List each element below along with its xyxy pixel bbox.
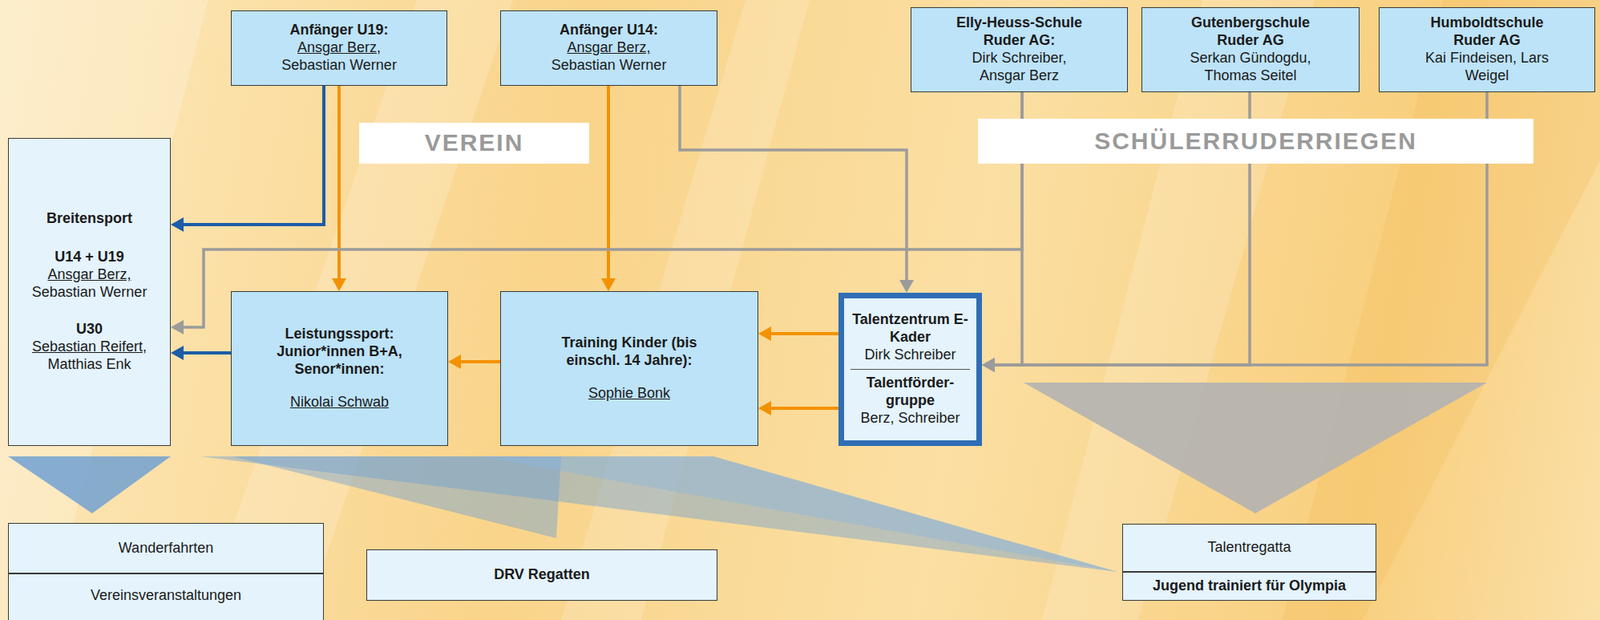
event-box: Vereinsveranstaltungen — [8, 573, 324, 620]
connector-arrow — [170, 345, 231, 360]
connector-line — [769, 331, 839, 336]
node-text: Berz, Schreiber — [860, 409, 960, 428]
event-box: DRV Regatten — [366, 549, 718, 601]
connector-line — [181, 85, 324, 225]
target-box: BreitensportU14 + U19Ansgar Berz,Sebasti… — [8, 137, 171, 446]
arrowhead — [170, 345, 184, 360]
node-text: Breitensport — [46, 210, 133, 228]
connector-arrow — [448, 354, 501, 369]
node-text: Anfänger U19: — [289, 21, 388, 40]
node-text: Leistungssport: Junior*innen B+A, Senor*… — [255, 325, 424, 379]
funnel-triangle — [1023, 382, 1487, 514]
node-text: Talentzentrum E-Kader — [850, 311, 970, 347]
event-box: Jugend trainiert für Olympia — [1122, 571, 1377, 601]
arrowhead — [758, 326, 772, 341]
node-text: Talentförder- gruppe — [850, 368, 970, 410]
arrowhead — [601, 278, 616, 291]
node-text: Ansgar Berz, — [566, 39, 651, 57]
node-text: Elly-Heuss-Schule Ruder AG: — [947, 14, 1091, 50]
arrowhead — [448, 354, 461, 369]
connector-arrow — [679, 85, 914, 293]
node-text: Gutenbergschule Ruder AG — [1178, 14, 1323, 50]
node-text: Dirk Schreiber — [864, 346, 956, 364]
group-box: Anfänger U19:Ansgar Berz,Sebastian Werne… — [230, 10, 448, 86]
arrowhead — [170, 217, 184, 232]
node-text: Matthias Enk — [47, 355, 131, 374]
connector-arrow — [331, 85, 347, 291]
node-text: Ansgar Berz, — [297, 39, 381, 57]
section-band: VEREIN — [359, 122, 590, 164]
talent-box: Talentzentrum E-KaderDirk SchreiberTalen… — [838, 292, 982, 446]
node-text: DRV Regatten — [493, 565, 590, 584]
node-text: Serkan Gündogdu, Thomas Seitel — [1178, 49, 1323, 85]
node-text: Sebastian Werner — [281, 56, 397, 75]
school-box: Humboldtschule Ruder AGKai Findeisen, La… — [1378, 7, 1596, 93]
connector-line — [679, 85, 907, 282]
school-box: Elly-Heuss-Schule Ruder AG:Dirk Schreibe… — [910, 7, 1128, 93]
training-box: Training Kinder (bis einschl. 14 Jahre):… — [500, 290, 759, 446]
node-text: Sebastian Werner — [32, 283, 148, 302]
node-text: Nikolai Schwab — [290, 393, 389, 412]
connector-arrow — [601, 85, 616, 291]
event-box: Wanderfahrten — [8, 522, 324, 574]
node-text: Sophie Bonk — [588, 384, 671, 403]
node-text: Training Kinder (bis einschl. 14 Jahre): — [533, 334, 726, 370]
arrowhead — [758, 400, 772, 416]
arrowhead — [981, 357, 995, 372]
school-box: Gutenbergschule Ruder AGSerkan Gündogdu,… — [1141, 7, 1360, 93]
node-text: U14 + U19 — [54, 248, 125, 267]
node-text: Ansgar Berz, — [47, 266, 131, 284]
connector-line — [769, 406, 839, 410]
node-text: Vereinsveranstaltungen — [90, 586, 242, 605]
node-text: SCHÜLERRUDERRIEGEN — [1094, 126, 1418, 157]
connector-arrow — [758, 326, 839, 341]
arrowhead — [981, 357, 995, 372]
arrowhead — [981, 357, 995, 372]
node-text: Jugend trainiert für Olympia — [1152, 577, 1346, 595]
arrowhead — [170, 319, 184, 335]
connector-arrow — [170, 85, 324, 232]
node-text: Sebastian Reifert, — [32, 338, 147, 356]
event-box: Talentregatta — [1122, 523, 1377, 572]
funnel-triangle — [8, 456, 171, 514]
node-text: Anfänger U14: — [559, 21, 659, 40]
node-text: Talentregatta — [1207, 538, 1291, 557]
connector-arrow — [758, 400, 839, 416]
group-box: Anfänger U14:Ansgar Berz,Sebastian Werne… — [500, 10, 718, 86]
training-box: Leistungssport: Junior*innen B+A, Senor*… — [230, 290, 449, 446]
node-text: Sebastian Werner — [551, 56, 667, 75]
node-text: VEREIN — [424, 128, 525, 158]
node-text: Dirk Schreiber, Ansgar Berz — [947, 49, 1091, 85]
node-text: Wanderfahrten — [118, 539, 214, 558]
arrowhead — [899, 279, 914, 293]
connector-line — [459, 359, 501, 364]
connector-line — [181, 351, 231, 355]
node-text: Kai Findeisen, Lars Weigel — [1415, 49, 1559, 85]
node-text: U30 — [76, 320, 103, 339]
node-text: Humboldtschule Ruder AG — [1415, 14, 1559, 50]
arrowhead — [331, 278, 347, 291]
section-band: SCHÜLERRUDERRIEGEN — [977, 118, 1534, 164]
